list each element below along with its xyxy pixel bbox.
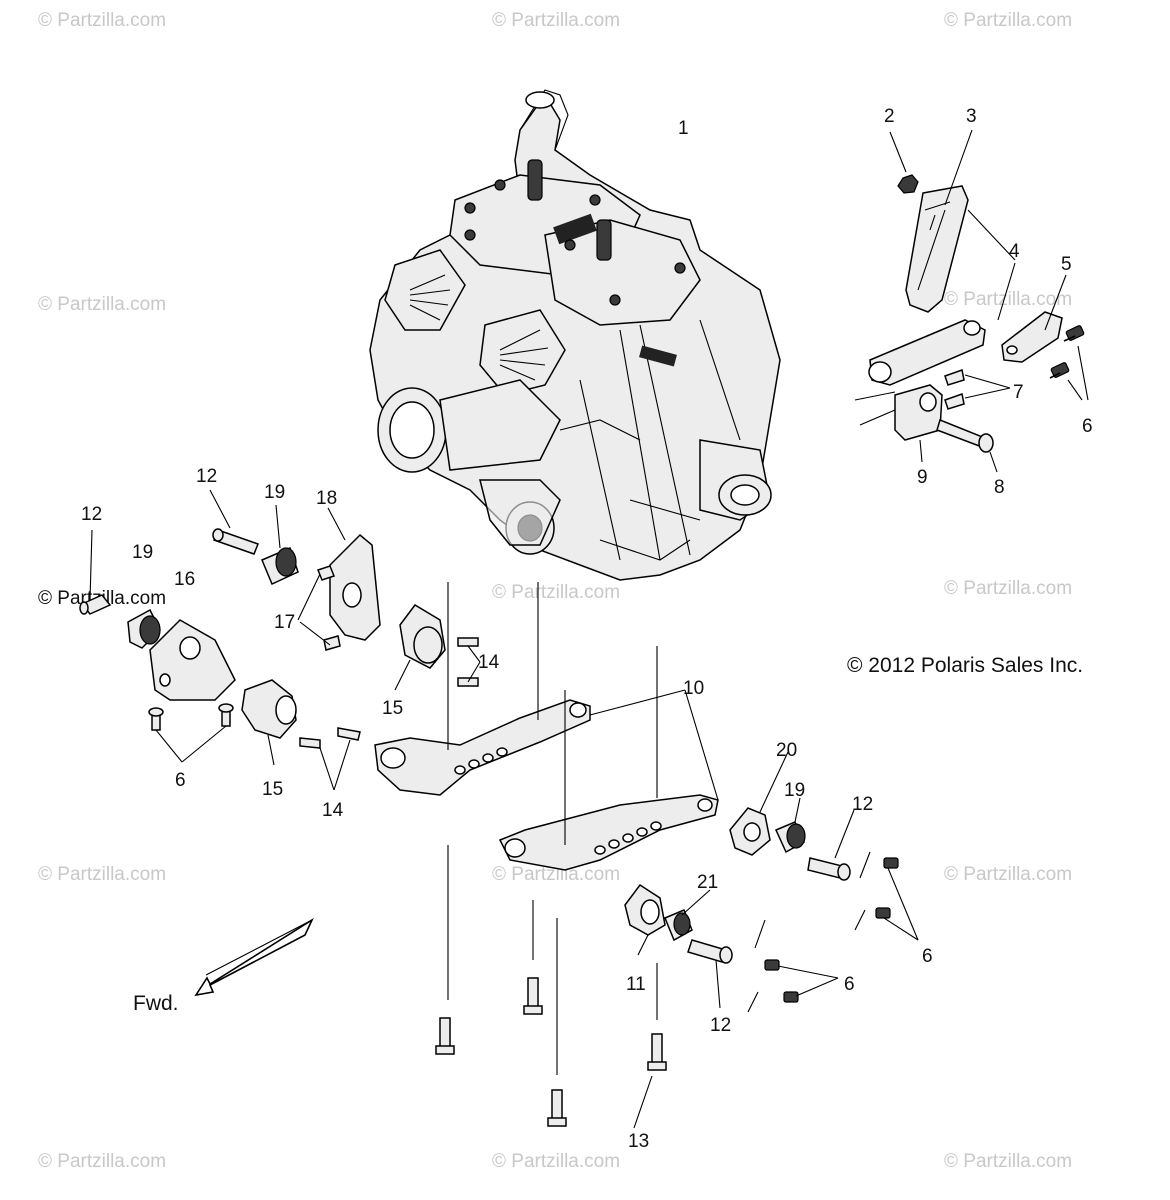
callout-1: 1	[678, 118, 689, 139]
callout-11: 11	[626, 974, 646, 995]
callout-16: 16	[174, 569, 195, 590]
callout-18: 18	[316, 488, 337, 509]
callout-21: 21	[697, 872, 718, 893]
callout-14: 14	[478, 652, 500, 673]
left-mount-group	[79, 489, 481, 791]
callout-5: 5	[1061, 254, 1072, 275]
callout-19: 19	[264, 482, 285, 503]
watermark-text: © Partzilla.com	[492, 582, 620, 603]
rail-group	[374, 582, 719, 871]
callout-numbers: 1 2 3 4 5 6 7 8 9 10 11 12 12 12 12 13 1…	[81, 106, 1093, 1152]
copyright-text: © 2012 Polaris Sales Inc.	[847, 654, 1083, 677]
watermark-text: © Partzilla.com	[492, 1151, 620, 1172]
watermark-text: © Partzilla.com	[38, 1151, 166, 1172]
watermark-text: © Partzilla.com	[492, 10, 620, 31]
watermark-text: © Partzilla.com	[38, 10, 166, 31]
lower-mount-group	[435, 751, 919, 1129]
watermark-text: © Partzilla.com	[944, 1151, 1072, 1172]
callout-20: 20	[776, 740, 797, 761]
watermark-text: © Partzilla.com	[944, 864, 1072, 885]
watermark-text: © Partzilla.com	[38, 864, 166, 885]
callout-7: 7	[1013, 382, 1024, 403]
callout-8: 8	[994, 477, 1005, 498]
callout-10: 10	[683, 678, 704, 699]
upper-mount-group	[854, 129, 1089, 473]
callout-6: 6	[922, 946, 933, 967]
callout-12: 12	[196, 466, 217, 487]
forward-direction-label: Fwd.	[133, 992, 179, 1015]
watermark-text: © Partzilla.com	[944, 289, 1072, 310]
engine-assembly	[369, 89, 781, 581]
callout-19: 19	[132, 542, 153, 563]
callout-12: 12	[852, 794, 873, 815]
watermark-text: © Partzilla.com	[38, 294, 166, 315]
watermark-text: © Partzilla.com	[944, 578, 1072, 599]
watermark-text: © Partzilla.com	[944, 10, 1072, 31]
callout-12: 12	[710, 1015, 731, 1036]
callout-12: 12	[81, 504, 102, 525]
callout-17: 17	[274, 612, 295, 633]
callout-19: 19	[784, 780, 805, 801]
callout-2: 2	[884, 106, 895, 127]
forward-arrow-icon	[194, 917, 314, 997]
callout-15: 15	[262, 779, 283, 800]
callout-15: 15	[382, 698, 403, 719]
callout-9: 9	[917, 467, 928, 488]
callout-6: 6	[175, 770, 186, 791]
callout-14: 14	[322, 800, 344, 821]
callout-6: 6	[844, 974, 855, 995]
callout-3: 3	[966, 106, 977, 127]
watermark-text: © Partzilla.com	[492, 864, 620, 885]
callout-6: 6	[1082, 416, 1093, 437]
callout-13: 13	[628, 1131, 649, 1152]
callout-4: 4	[1009, 241, 1020, 262]
